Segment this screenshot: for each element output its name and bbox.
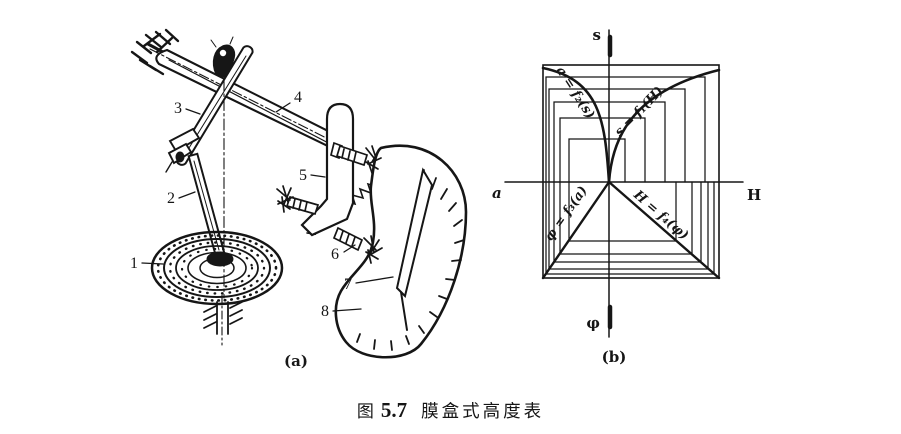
chain-2 (559, 117, 693, 255)
caption-prefix: 图 (356, 402, 375, 421)
part-label-3: 3 (174, 100, 182, 117)
rod-2-inner-edge (193, 160, 220, 251)
panel-a-label: (a) (284, 352, 308, 370)
pivot-clamp (210, 36, 236, 78)
pivot-blob (212, 44, 236, 78)
part-label-6: 6 (331, 246, 339, 263)
leader-6 (343, 244, 356, 253)
panel-a-mechanism: 1 2 3 4 5 6 7 8 (a) (130, 28, 468, 370)
curve-a-f2-s (541, 66, 611, 184)
equation-upper-right: s = f₁(H) (612, 84, 667, 140)
panel-b-quadrant-diagram: s H a φ a = f₂(s) s = f₁(H) φ = f₃(a) H … (492, 26, 761, 366)
pointer-blade (395, 167, 434, 298)
caption-title: 膜盒式高度表 (421, 401, 545, 421)
curve-s-f1-H (607, 68, 721, 184)
left-screw-shaft (276, 185, 320, 216)
leader-2 (178, 191, 196, 199)
chain-3 (553, 101, 702, 263)
line-H-f4-phi (607, 180, 721, 280)
part-labels: 1 2 3 4 5 6 7 8 (130, 89, 394, 320)
hinge-pin (175, 151, 185, 163)
capsule-stipple-3 (180, 247, 254, 289)
pivot-hole (219, 49, 227, 57)
leader-8 (332, 308, 362, 312)
capsule-ring-3 (175, 245, 259, 291)
axis-label-s: s (593, 26, 601, 44)
leader-4 (275, 102, 291, 113)
axis-label-phi: φ (586, 314, 600, 332)
capsule-stipple-2 (168, 241, 266, 295)
leader-3 (185, 108, 201, 115)
dial-tick-marks (356, 169, 465, 351)
part-label-8: 8 (321, 303, 329, 320)
capsule-hub (206, 251, 234, 267)
chain-5 (545, 76, 715, 275)
pointer-7 (395, 167, 434, 331)
construction-lines (545, 76, 715, 275)
dial-outline (334, 144, 468, 359)
pointer-tail (400, 291, 408, 331)
part-label-7: 7 (344, 276, 352, 293)
capsule-ring-2 (163, 238, 271, 298)
hinge-bracket (165, 127, 201, 173)
dial-plate-8 (334, 144, 468, 359)
figure-caption: 图 5.7 膜盒式高度表 (0, 397, 901, 423)
rod-4-inner-edge (168, 59, 339, 149)
chain-4 (548, 88, 709, 270)
axis-label-H: H (747, 186, 761, 204)
part-label-2: 2 (167, 190, 175, 207)
figure-canvas: 1 2 3 4 5 6 7 8 (a) (130, 26, 761, 370)
support-bracket-5 (300, 102, 355, 237)
upper-screw-shaft (329, 141, 382, 174)
panel-b-label: (b) (602, 348, 627, 366)
capsule-stem-anchor (203, 294, 243, 346)
line-phi-f3-a (541, 180, 611, 280)
leader-5 (310, 174, 326, 178)
caption-number: 5.7 (380, 398, 408, 422)
quadrant-frame (542, 64, 720, 279)
membrane-capsule-1 (150, 230, 284, 306)
hinge-plate (168, 127, 201, 153)
part-label-4: 4 (294, 89, 302, 106)
equation-lower-right: H = f₄(φ) (630, 187, 692, 243)
capsule-stipple-1 (156, 234, 278, 302)
part-label-5: 5 (299, 167, 307, 184)
part-label-1: 1 (130, 255, 138, 272)
leader-7 (355, 276, 394, 284)
axis-label-a: a (492, 184, 502, 202)
leader-1 (141, 262, 164, 265)
chain-1 (568, 138, 677, 242)
rod-4-centerline (149, 48, 355, 153)
equation-upper-left: a = f₂(s) (553, 64, 598, 122)
